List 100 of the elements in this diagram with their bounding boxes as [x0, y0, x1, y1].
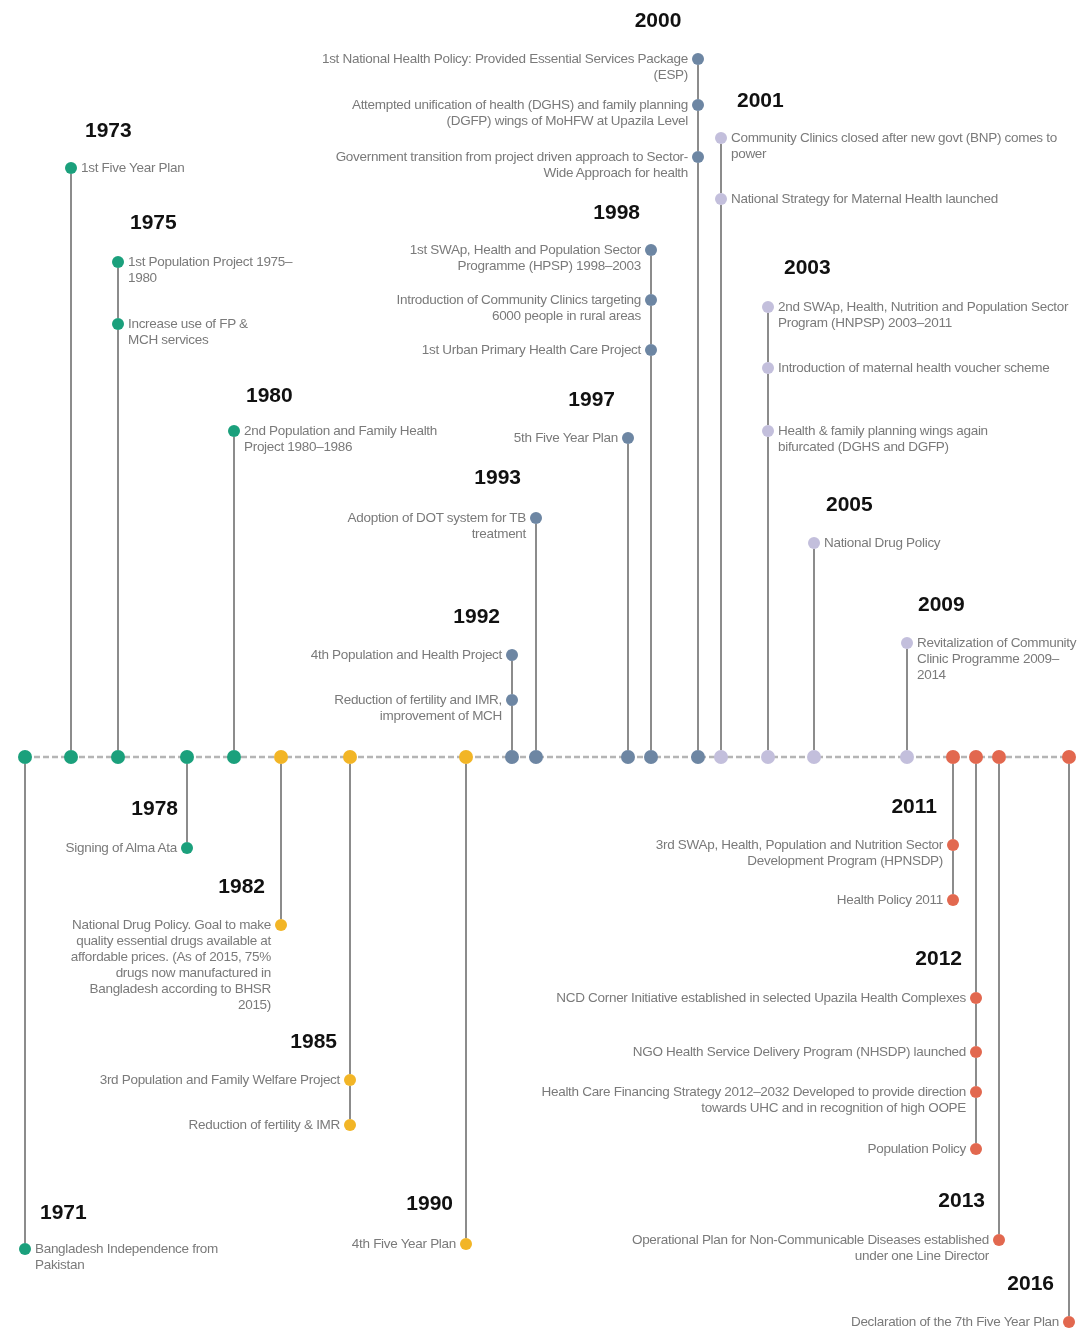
timeline-dot: [714, 750, 728, 764]
timeline-dot: [762, 301, 774, 313]
event-text: National Drug Policy. Goal to make quality essential drugs available at affordable prices. (As of 2015, 75% drugs now manufactured in Bangladesh according to BHSR 2015): [69, 917, 271, 1013]
timeline-dot: [692, 53, 704, 65]
connector-line: [720, 204, 722, 751]
year-heading: 2009: [918, 592, 965, 616]
connector-line: [697, 110, 699, 152]
timeline-dot: [692, 99, 704, 111]
event-text: Adoption of DOT system for TB treatment: [346, 510, 526, 542]
timeline-dot: [947, 894, 959, 906]
year-heading: 2016: [1007, 1271, 1054, 1295]
connector-line: [975, 1057, 977, 1087]
timeline-dot: [529, 750, 543, 764]
timeline-dot: [901, 637, 913, 649]
timeline-dot: [65, 162, 77, 174]
event-text: Health & family planning wings again bifurcated (DGHS and DGFP): [778, 423, 989, 455]
timeline-dot: [762, 362, 774, 374]
timeline-dot: [946, 750, 960, 764]
timeline-dot: [645, 294, 657, 306]
timeline-dot: [275, 919, 287, 931]
event-text: Operational Plan for Non-Communicable Diseases established under one Line Director: [630, 1232, 989, 1264]
year-heading: 2013: [938, 1188, 985, 1212]
connector-line: [186, 763, 188, 843]
year-heading: 1971: [40, 1200, 87, 1224]
connector-line: [975, 1097, 977, 1144]
year-heading: 1992: [453, 604, 500, 628]
connector-line: [906, 648, 908, 751]
timeline-dot: [228, 425, 240, 437]
connector-line: [70, 173, 72, 751]
timeline-dot: [715, 132, 727, 144]
timeline-dot: [112, 318, 124, 330]
year-heading: 1980: [246, 383, 293, 407]
year-heading: 1990: [406, 1191, 453, 1215]
connector-line: [697, 162, 699, 751]
connector-line: [650, 255, 652, 295]
timeline-dot: [505, 750, 519, 764]
timeline-dot: [344, 1074, 356, 1086]
timeline-dot: [530, 512, 542, 524]
timeline-dot: [111, 750, 125, 764]
timeline-dot: [761, 750, 775, 764]
event-text: 1st Population Project 1975–1980: [128, 254, 294, 286]
timeline-dot: [181, 842, 193, 854]
timeline-dot: [691, 750, 705, 764]
timeline-dot: [645, 344, 657, 356]
connector-line: [627, 443, 629, 751]
event-text: Increase use of FP & MCH services: [128, 316, 249, 348]
event-text: Introduction of Community Clinics targeting 6000 people in rural areas: [395, 292, 641, 324]
event-text: Reduction of fertility and IMR, improvement of MCH: [333, 692, 502, 724]
event-text: 1st SWAp, Health and Population Sector Programme (HPSP) 1998–2003: [408, 242, 641, 274]
connector-line: [767, 436, 769, 751]
connector-line: [813, 548, 815, 751]
event-text: 4th Population and Health Project: [309, 647, 502, 663]
event-text: National Drug Policy: [824, 535, 942, 551]
timeline-dot: [969, 750, 983, 764]
timeline-dot: [1063, 1316, 1075, 1328]
event-text: 2nd SWAp, Health, Nutrition and Population Sector Program (HNPSP) 2003–2011: [778, 299, 1070, 331]
connector-line: [117, 329, 119, 751]
year-heading: 1993: [474, 465, 521, 489]
timeline-dot: [621, 750, 635, 764]
year-heading: 2012: [915, 946, 962, 970]
timeline-dot: [622, 432, 634, 444]
year-heading: 2005: [826, 492, 873, 516]
timeline-dot: [274, 750, 288, 764]
year-heading: 2003: [784, 255, 831, 279]
timeline-dot: [762, 425, 774, 437]
event-text: Community Clinics closed after new govt (BNP) comes to power: [731, 130, 1058, 162]
timeline-dot: [645, 244, 657, 256]
year-heading: 1997: [568, 387, 615, 411]
timeline-dot: [807, 750, 821, 764]
connector-line: [767, 373, 769, 426]
timeline-dot: [112, 256, 124, 268]
connector-line: [975, 763, 977, 993]
timeline-dot: [459, 750, 473, 764]
timeline-dot: [970, 992, 982, 1004]
timeline-dot: [900, 750, 914, 764]
year-heading: 1975: [130, 210, 177, 234]
connector-line: [650, 355, 652, 751]
timeline-dot: [19, 1243, 31, 1255]
connector-line: [233, 436, 235, 751]
year-heading: 1998: [593, 200, 640, 224]
connector-line: [998, 763, 1000, 1235]
timeline-dot: [644, 750, 658, 764]
year-heading: 2011: [891, 794, 937, 818]
event-text: Attempted unification of health (DGHS) and family planning (DGFP) wings of MoHFW at Upazila Level: [350, 97, 688, 129]
timeline-dot: [460, 1238, 472, 1250]
event-text: Declaration of the 7th Five Year Plan: [849, 1314, 1059, 1330]
connector-line: [1068, 763, 1070, 1317]
connector-line: [511, 660, 513, 695]
year-heading: 2001: [737, 88, 784, 112]
event-text: Population Policy: [866, 1141, 966, 1157]
event-text: 2nd Population and Family Health Project 1980–1986: [244, 423, 439, 455]
event-text: 1st National Health Policy: Provided Essential Services Package (ESP): [320, 51, 688, 83]
event-text: 1st Urban Primary Health Care Project: [420, 342, 641, 358]
timeline-dot: [344, 1119, 356, 1131]
timeline-dot: [970, 1046, 982, 1058]
connector-line: [280, 763, 282, 920]
timeline-dot: [970, 1086, 982, 1098]
connector-line: [650, 305, 652, 345]
timeline-dot: [808, 537, 820, 549]
event-text: Introduction of maternal health voucher scheme: [778, 360, 1051, 376]
